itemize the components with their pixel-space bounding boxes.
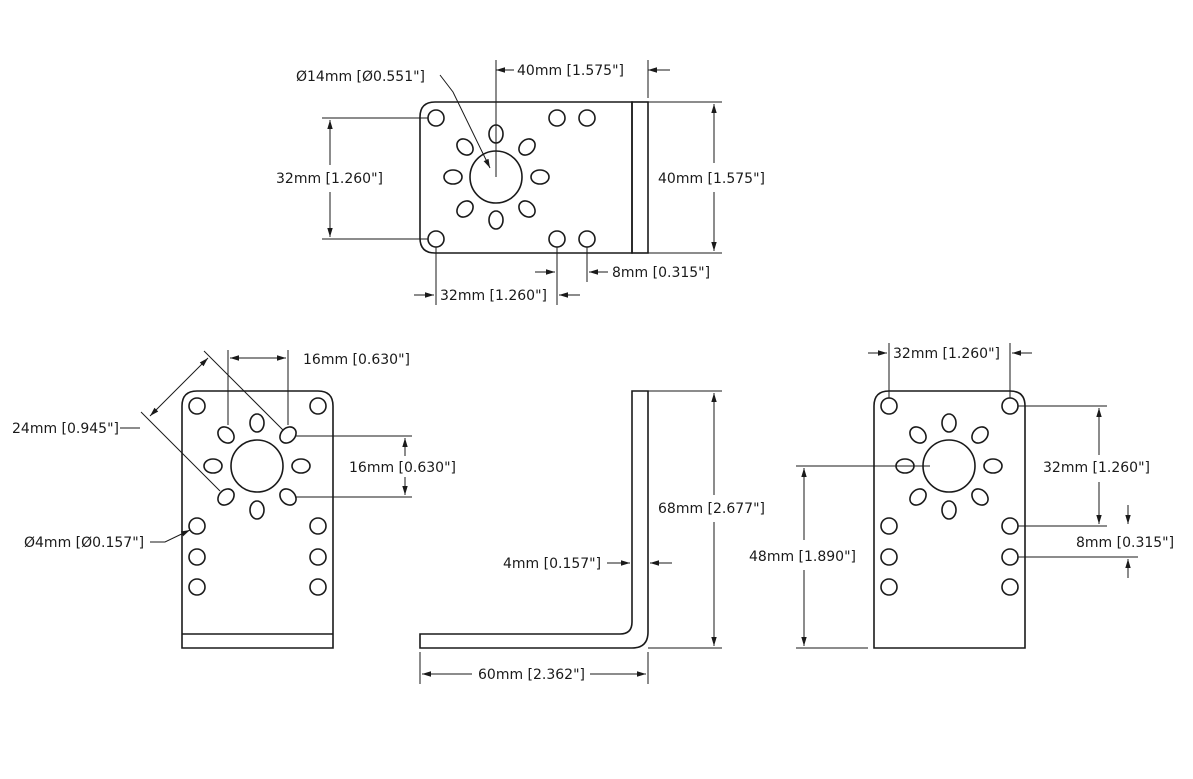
top-height-label: 40mm [1.575"] — [658, 171, 765, 187]
left-center-hole — [230, 439, 284, 493]
side-dimension-lines — [419, 390, 722, 684]
top-view-outline — [419, 101, 633, 254]
right-hole-pattern — [880, 397, 1019, 596]
right-center-height-label: 48mm [1.890"] — [749, 549, 856, 565]
side-view: 4mm [0.157"] 68mm [2.677"] 60mm [2.362"] — [419, 390, 765, 684]
left-diagonal-label: 24mm [0.945"] — [12, 421, 119, 437]
right-offset-label: 8mm [0.315"] — [1076, 535, 1174, 551]
top-view: Ø14mm [Ø0.551"] 40mm [1.575"] 40mm [1.57… — [276, 60, 765, 305]
right-vertical-spacing-label: 32mm [1.260"] — [1043, 460, 1150, 476]
top-offset-label: 8mm [0.315"] — [612, 265, 710, 281]
left-view: 24mm [0.945"] 16mm [0.630"] 16mm [0.630"… — [12, 350, 456, 649]
left-hole-pattern — [188, 397, 327, 596]
left-horizontal-spacing-label: 16mm [0.630"] — [303, 352, 410, 368]
left-vertical-spacing-label: 16mm [0.630"] — [349, 460, 456, 476]
right-view: 32mm [1.260"] 32mm [1.260"] 48mm [1.890"… — [749, 343, 1174, 649]
top-width-label: 40mm [1.575"] — [517, 63, 624, 79]
top-view-flange — [631, 101, 649, 254]
side-view-profile — [419, 390, 649, 649]
side-length-label: 60mm [2.362"] — [478, 667, 585, 683]
right-horizontal-spacing-label: 32mm [1.260"] — [893, 346, 1000, 362]
left-dimension-lines — [120, 350, 412, 543]
top-hole-diameter-label: Ø14mm [Ø0.551"] — [296, 69, 425, 85]
right-center-hole — [922, 439, 976, 493]
top-horizontal-spacing-label: 32mm [1.260"] — [440, 288, 547, 304]
top-dimension-lines — [322, 60, 722, 305]
top-hole-pattern — [427, 109, 596, 248]
right-view-outline — [873, 390, 1026, 649]
left-small-hole-label: Ø4mm [Ø0.157"] — [24, 535, 144, 551]
side-height-label: 68mm [2.677"] — [658, 501, 765, 517]
right-dimension-lines — [796, 343, 1138, 649]
side-thickness-label: 4mm [0.157"] — [503, 556, 601, 572]
top-vertical-spacing-label: 32mm [1.260"] — [276, 171, 383, 187]
